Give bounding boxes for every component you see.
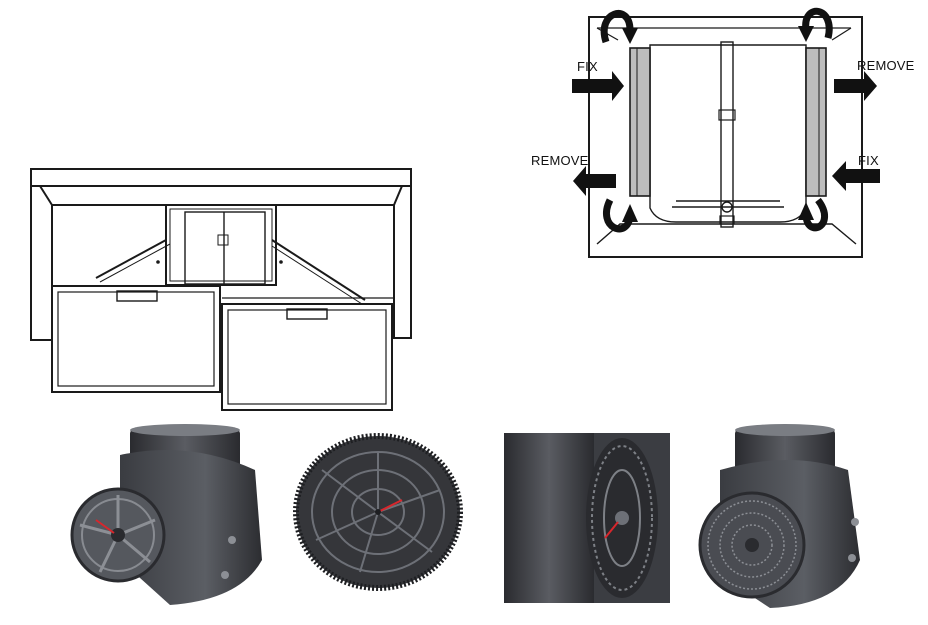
left-carbon-filter	[629, 47, 651, 197]
motor-photo-2-round-filter	[293, 433, 463, 591]
cabinet-frame	[588, 16, 863, 258]
center-shaft	[720, 41, 734, 228]
arrow-remove-left-icon	[573, 166, 616, 196]
rotate-arrow-tl-icon	[622, 28, 638, 44]
right-filter-handle	[286, 308, 328, 320]
right-carbon-filter	[805, 47, 827, 197]
hood-left-side	[30, 185, 53, 341]
label-remove-left: REMOVE	[531, 153, 589, 168]
left-support	[95, 239, 167, 279]
hood-top-bar	[30, 168, 412, 187]
label-fix-right: FIX	[858, 153, 879, 168]
rotate-arrow-tr-icon	[798, 26, 814, 42]
motor-body-outline	[649, 44, 807, 223]
curved-rotation-arrow-icon	[600, 8, 833, 233]
arrow-remove-right-icon	[834, 71, 877, 101]
right-grease-filter	[221, 303, 393, 411]
rotate-arrow-bl-icon	[622, 204, 638, 222]
left-grease-filter	[51, 285, 221, 393]
rotate-arrow-br-icon	[798, 202, 814, 220]
hood-motor-housing	[165, 204, 277, 286]
label-fix-left: FIX	[577, 59, 598, 74]
label-remove-right: REMOVE	[857, 58, 915, 73]
motor-photo-3-side-closeup	[504, 433, 670, 603]
block-arrow-icon	[572, 71, 880, 196]
hood-right-side	[393, 185, 412, 339]
arrow-fix-left-icon	[572, 71, 624, 101]
left-filter-handle	[116, 290, 158, 302]
motor-photo-4-with-filter	[698, 424, 860, 608]
right-support	[271, 239, 366, 301]
motor-photo-1	[70, 424, 262, 605]
